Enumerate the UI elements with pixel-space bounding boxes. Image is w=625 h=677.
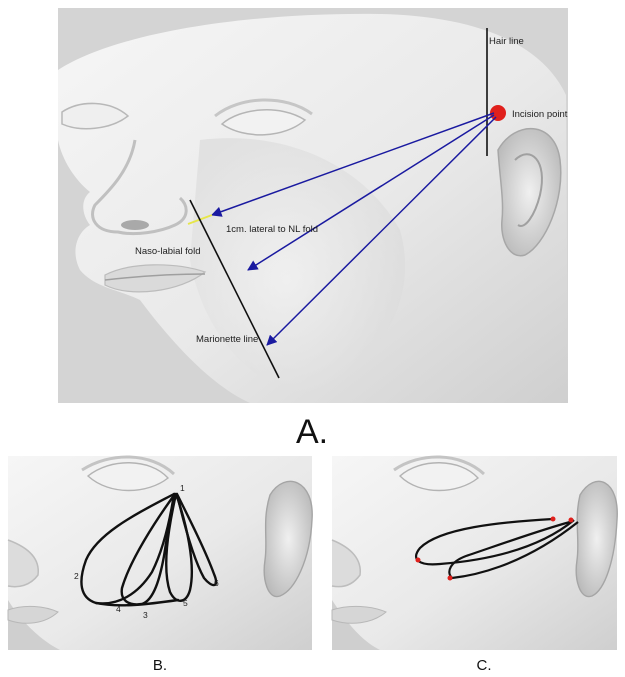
anchor-dot-2 [569,518,574,523]
panel-a-nostril [121,220,149,230]
anchor-dot-3 [416,558,421,563]
incision-point-label: Incision point [512,109,568,120]
lateral-note-label: 1cm. lateral to NL fold [226,224,318,235]
point-label-6: 6 [214,578,219,588]
anchor-dot-4 [448,576,453,581]
panel-a-caption: A. [296,413,328,451]
panel-a: Hair line Incision point 1cm. lateral to… [58,8,568,451]
hair-line-label: Hair line [489,36,524,47]
panel-c-caption: C. [477,657,492,674]
point-label-1: 1 [180,483,185,493]
point-label-3: 3 [143,610,148,620]
point-label-4: 4 [116,604,121,614]
anchor-dot-1 [551,517,556,522]
panel-c: C. [332,456,617,674]
marionette-line-label: Marionette line [196,334,258,345]
naso-labial-fold-label: Naso-labial fold [135,246,200,257]
panel-b-caption: B. [153,657,167,674]
point-label-5: 5 [183,598,188,608]
point-label-2: 2 [74,571,79,581]
panel-b: 1 2 3 4 5 6 B. [8,456,312,674]
